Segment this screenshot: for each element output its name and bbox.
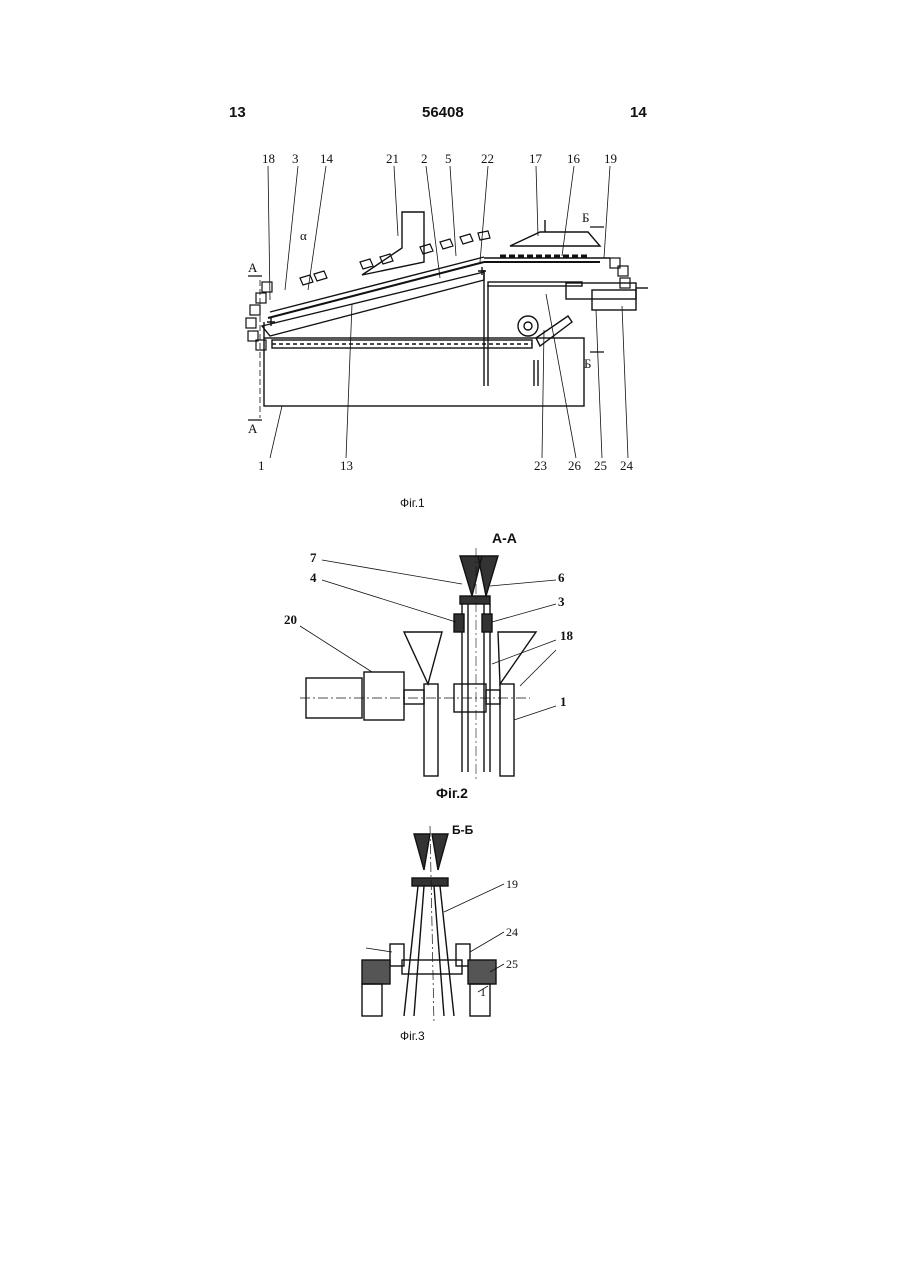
- fig1-label-17: 17: [529, 151, 543, 166]
- fig1-label-22: 22: [481, 151, 494, 166]
- support-left: [362, 960, 390, 984]
- fig1-section-b-bottom: Б: [584, 356, 591, 371]
- fig1-label-16: 16: [567, 151, 581, 166]
- crossbar: [402, 960, 462, 974]
- fig2-label-20: 20: [284, 612, 297, 627]
- fig1-section-a-top: А: [248, 260, 258, 275]
- fig3-section-title: Б-Б: [452, 823, 474, 837]
- fig1-label-19: 19: [604, 151, 617, 166]
- press-head: [510, 232, 600, 246]
- fig3-label-24: 24: [506, 925, 518, 939]
- gearbox: [364, 672, 404, 720]
- support-right: [468, 960, 496, 984]
- chain-left: [246, 282, 272, 350]
- fig1-label-5: 5: [445, 151, 452, 166]
- side-hopper-left: [404, 632, 442, 684]
- fig1-section-a-bottom: А: [248, 421, 258, 436]
- fig1-label-1: 1: [258, 458, 265, 473]
- sprocket: [518, 316, 538, 336]
- fig2-section-title: А-А: [492, 530, 517, 546]
- fig1-caption: Фіг.1: [400, 496, 425, 510]
- fig1-label-21: 21: [386, 151, 399, 166]
- fig1-section-b-top: Б: [582, 210, 589, 225]
- fig2-label-7: 7: [310, 550, 317, 565]
- fig1-label-26: 26: [568, 458, 582, 473]
- pressing-wedge: [460, 556, 498, 596]
- fig1-label-13: 13: [340, 458, 353, 473]
- figure-2-labels: А-А 7 4 6 3 20 18 1 Фіг.2: [284, 530, 574, 801]
- fig1-label-3: 3: [292, 151, 299, 166]
- guide-plates: [404, 886, 454, 1016]
- fig2-label-6: 6: [558, 570, 565, 585]
- figure-3-labels: Б-Б 19 24 25 1 Фіг.3: [400, 823, 518, 1043]
- figure-2: [300, 548, 556, 780]
- chute: [536, 316, 572, 346]
- fig3-label-25: 25: [506, 957, 518, 971]
- fig1-label-14: 14: [320, 151, 334, 166]
- fig1-label-23: 23: [534, 458, 547, 473]
- hopper: [362, 212, 424, 275]
- fig2-label-18: 18: [560, 628, 574, 643]
- fig3-label-19: 19: [506, 877, 518, 891]
- fig1-label-18: 18: [262, 151, 275, 166]
- inclined-table: [262, 272, 484, 336]
- fig1-label-24: 24: [620, 458, 634, 473]
- fig1-label-25: 25: [594, 458, 607, 473]
- fig3-caption: Фіг.3: [400, 1029, 425, 1043]
- fig2-label-3: 3: [558, 594, 565, 609]
- fig1-angle-alpha: α: [300, 228, 307, 243]
- fig2-label-4: 4: [310, 570, 317, 585]
- fig1-label-2: 2: [421, 151, 428, 166]
- fig3-label-1: 1: [480, 985, 486, 999]
- fig2-label-1: 1: [560, 694, 567, 709]
- fig2-caption: Фіг.2: [436, 785, 468, 801]
